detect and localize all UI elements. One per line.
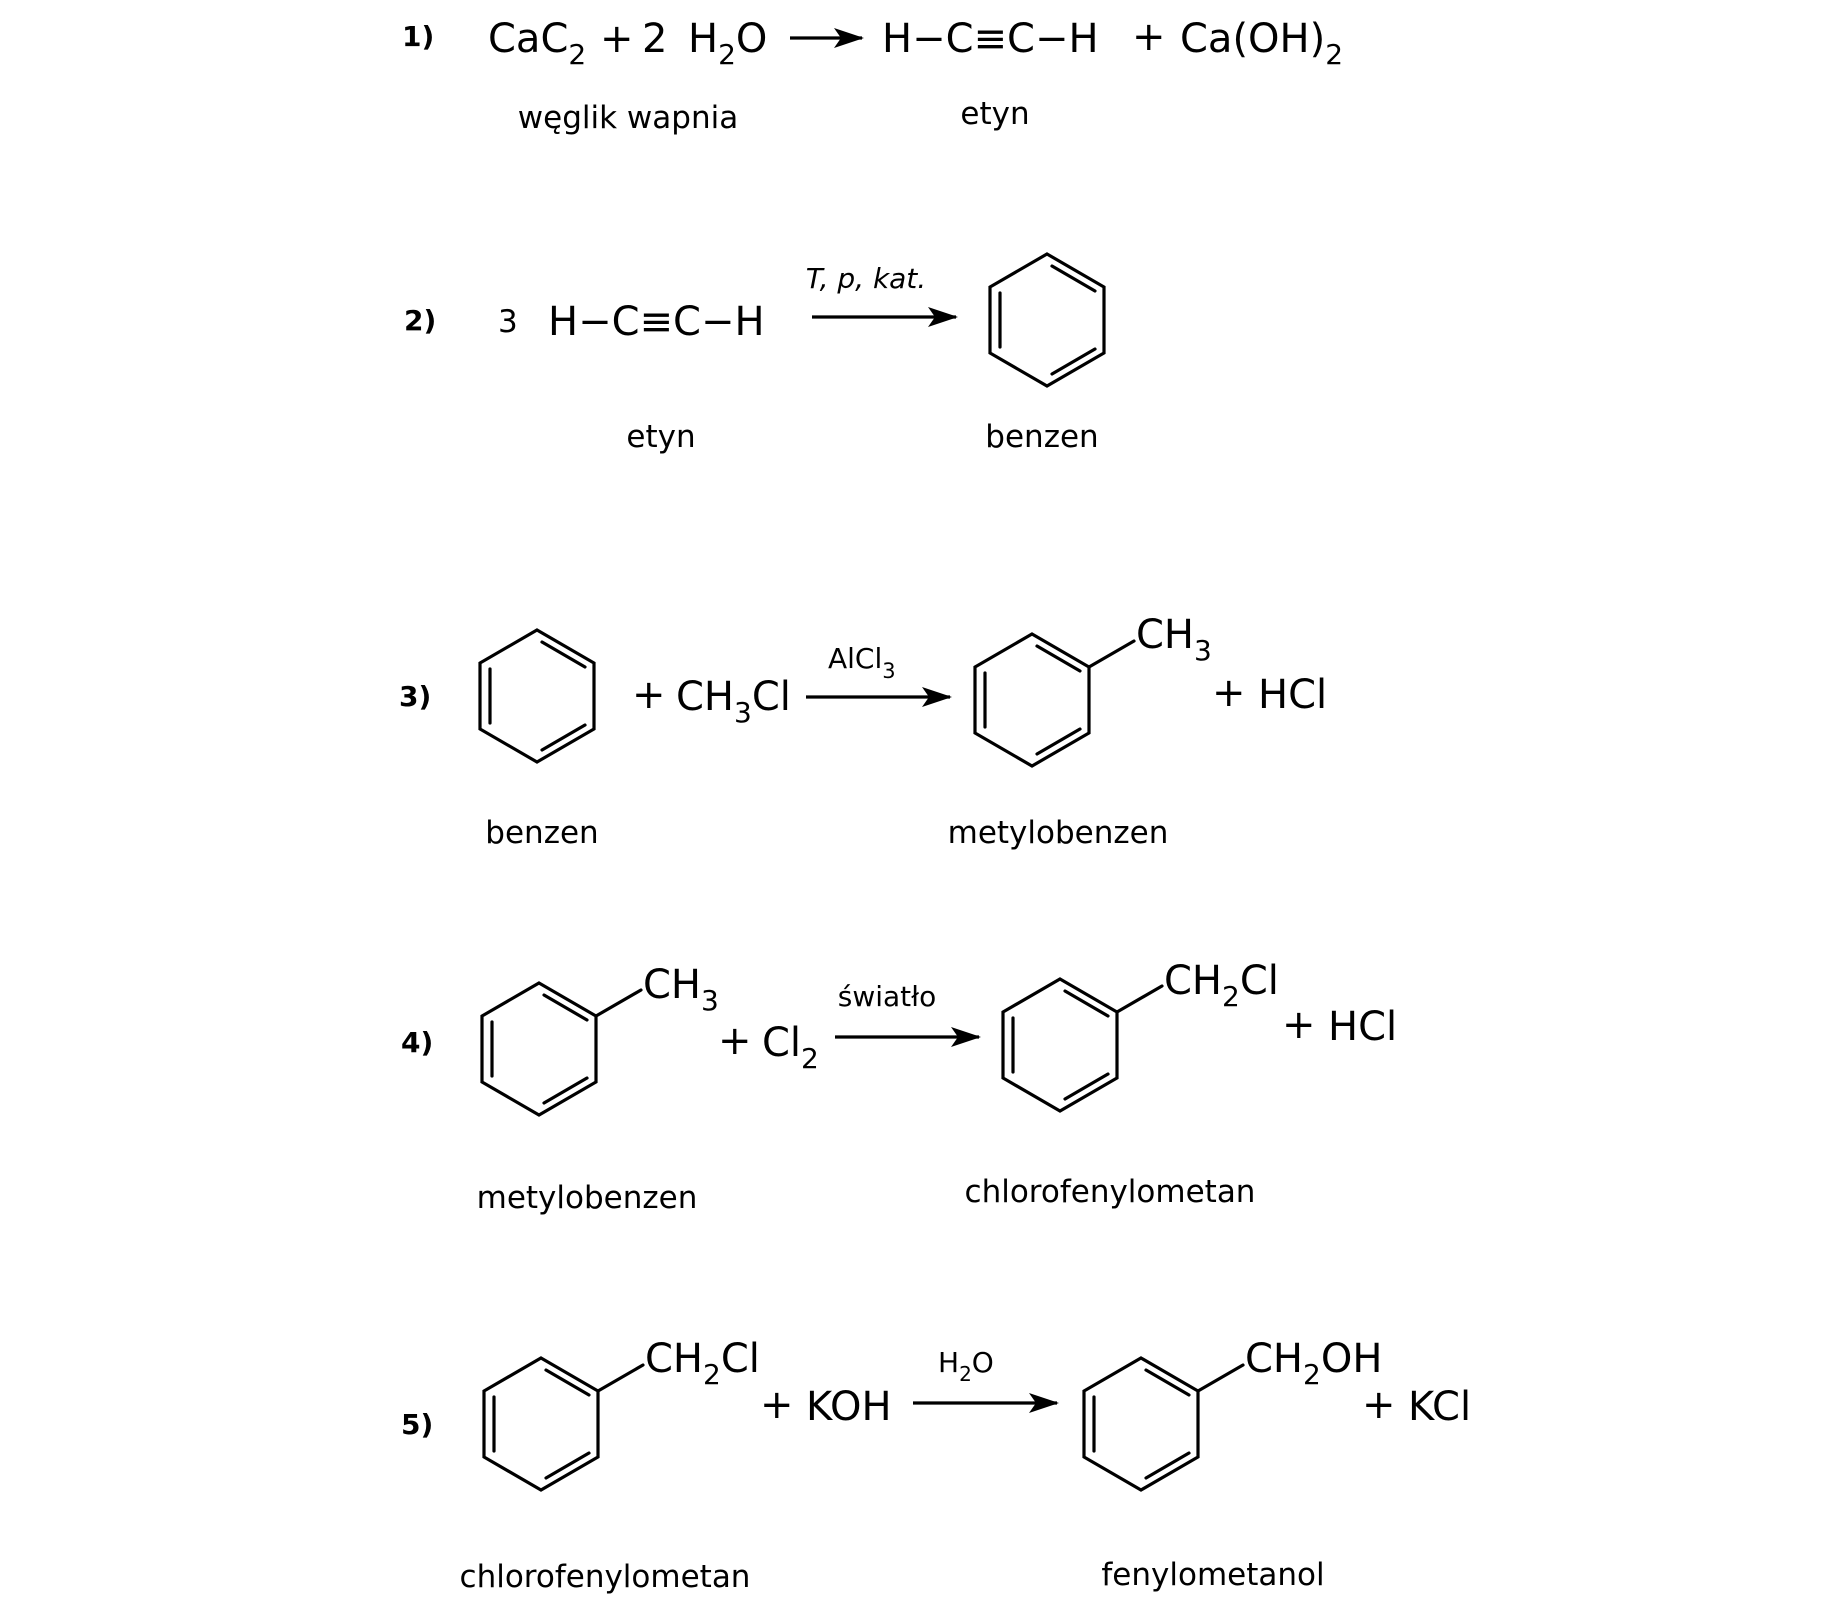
reactant-name: chlorofenylometan [460, 1559, 751, 1595]
reaction-number: 2) [404, 304, 436, 337]
benzyl-chloride-ring [482, 1356, 645, 1492]
ethyne-formula: H−C≡C−H [548, 299, 765, 345]
reaction-number: 4) [401, 1026, 433, 1059]
reactant-name: etyn [626, 419, 695, 455]
reaction-conditions: światło [838, 980, 937, 1013]
reaction-4: 4) CH3 + Cl2 światło CH2Cl + HCl metylob… [401, 958, 1397, 1216]
hydrogen-chloride-formula: HCl [1328, 1004, 1397, 1050]
product-name: metylobenzen [948, 815, 1169, 851]
catalyst: AlCl3 [828, 642, 896, 683]
reactant-name: benzen [485, 815, 598, 851]
methyl-group: CH3 [1136, 612, 1212, 667]
chlorine-formula: Cl2 [762, 1020, 819, 1075]
benzyl-chloride-ring [1001, 977, 1164, 1113]
reaction-2: 2) 3 H−C≡C−H T, p, kat. etyn benzen [404, 252, 1106, 455]
plus-sign: + [1282, 1002, 1316, 1048]
reaction-5: 5) CH2Cl + KOH H2O CH2OH + KCl chlorofen… [401, 1336, 1471, 1595]
chloromethane-formula: CH3Cl [676, 674, 791, 729]
product-name: chlorofenylometan [965, 1174, 1256, 1210]
plus-sign: + [1212, 670, 1246, 716]
reaction-3: 3) + CH3Cl AlCl3 CH3 + HCl benzen metylo… [399, 612, 1327, 851]
potassium-hydroxide-formula: KOH [806, 1384, 892, 1430]
benzyl-alcohol-ring [1082, 1356, 1245, 1492]
benzene-ring [988, 252, 1106, 388]
potassium-chloride-formula: KCl [1408, 1384, 1471, 1430]
reaction-number: 3) [399, 680, 431, 713]
toluene-ring [973, 632, 1136, 768]
plus-sign: + [760, 1382, 794, 1428]
plus-sign: + [1132, 14, 1166, 60]
reaction-1: 1) CaC2 + 2 H2O H−C≡C−H + Ca(OH)2 węglik… [402, 14, 1343, 136]
plus-sign: + [718, 1018, 752, 1064]
calcium-carbide-formula: CaC2 [488, 16, 586, 71]
reactant-name: metylobenzen [477, 1180, 698, 1216]
solvent: H2O [938, 1346, 994, 1386]
hydroxymethyl-group: CH2OH [1245, 1336, 1382, 1391]
chloromethyl-group: CH2Cl [645, 1336, 760, 1391]
benzene-ring [478, 628, 596, 764]
coefficient: 2 [642, 16, 667, 62]
product-name: benzen [985, 419, 1098, 455]
toluene-ring [480, 981, 643, 1117]
coefficient: 3 [498, 304, 518, 340]
reaction-number: 1) [402, 20, 434, 53]
reactant-name: węglik wapnia [518, 100, 738, 136]
ethyne-formula: H−C≡C−H [882, 16, 1099, 62]
calcium-hydroxide-formula: Ca(OH)2 [1180, 16, 1343, 71]
reaction-number: 5) [401, 1408, 433, 1441]
plus-sign: + [600, 16, 634, 62]
product-name: etyn [960, 96, 1029, 132]
plus-sign: + [1362, 1382, 1396, 1428]
reaction-conditions: T, p, kat. [806, 262, 926, 295]
methyl-group: CH3 [643, 962, 719, 1017]
hydrogen-chloride-formula: HCl [1258, 672, 1327, 718]
product-name: fenylometanol [1101, 1557, 1324, 1593]
plus-sign: + [632, 672, 666, 718]
chloromethyl-group: CH2Cl [1164, 958, 1279, 1013]
water-formula: H2O [688, 16, 767, 71]
